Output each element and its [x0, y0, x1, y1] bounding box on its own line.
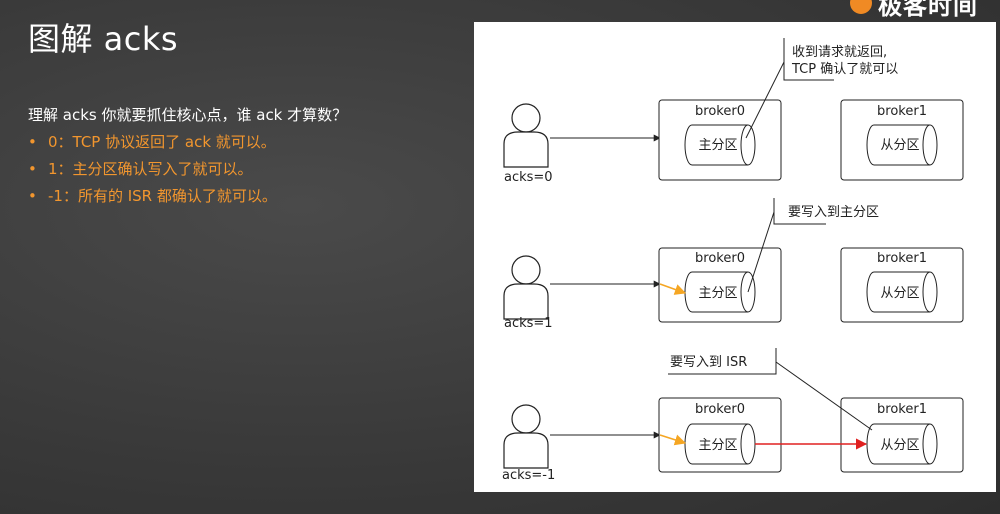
- follower-partition-cylinder: [866, 124, 938, 166]
- intro-text: 理解 acks 你就要抓住核心点，谁 ack 才算数？: [28, 106, 348, 124]
- follower-partition-label: 从分区: [880, 138, 919, 153]
- follower-partition-cylinder: [866, 271, 938, 313]
- leader-partition-label: 主分区: [698, 438, 737, 453]
- leader-partition-label: 主分区: [698, 138, 737, 153]
- bullet-text: 1：主分区确认写入了就可以。: [48, 160, 253, 178]
- note-pointer-line: [747, 211, 775, 293]
- leader-partition-cylinder: [684, 271, 756, 313]
- logo-icon: [850, 0, 872, 14]
- note-line: 要写入到主分区: [788, 205, 879, 220]
- logo-text: 极客时间: [878, 0, 978, 20]
- broker0-label: broker0: [695, 402, 745, 417]
- client-label: acks=-1: [502, 468, 555, 483]
- broker1-label: broker1: [877, 104, 927, 119]
- leader-partition-cylinder: [684, 124, 756, 166]
- bullet-text: -1：所有的 ISR 都确认了就可以。: [48, 187, 277, 205]
- note-bracket: [773, 198, 826, 225]
- note-pointer-line: [775, 361, 873, 431]
- client-person-icon: [503, 103, 549, 168]
- bullet-text: 0：TCP 协议返回了 ack 就可以。: [48, 133, 276, 151]
- bullet-item: • 0：TCP 协议返回了 ack 就可以。: [28, 132, 277, 159]
- note-line: 收到请求就返回,: [792, 45, 887, 60]
- bullet-dot-icon: •: [28, 160, 37, 178]
- follower-partition-label: 从分区: [880, 286, 919, 301]
- note-line: TCP 确认了就可以: [791, 62, 898, 77]
- write-arrow: [659, 434, 687, 446]
- broker1-label: broker1: [877, 251, 927, 266]
- bullet-item: • 1：主分区确认写入了就可以。: [28, 159, 277, 186]
- note-bracket: [668, 348, 777, 375]
- broker0-label: broker0: [695, 104, 745, 119]
- note-line: 要写入到 ISR: [670, 355, 747, 370]
- row-acks-all: acks=-1 broker0 主分区 broker1 从分区 要写入到 ISR: [502, 348, 964, 483]
- client-person-icon: [503, 404, 549, 469]
- leader-partition-label: 主分区: [698, 286, 737, 301]
- broker1-label: broker1: [877, 402, 927, 417]
- client-person-icon: [503, 255, 549, 320]
- diagram-panel: acks=0 broker0 主分区 broker1 从分区 收到请求就返回, …: [474, 22, 996, 492]
- acks-bullet-list: •0：TCP 协议返回了 ack 就可以。 •1：主分区确认写入了就可以。 •-…: [28, 132, 277, 213]
- row-acks-1: acks=1 broker0 主分区 broker1 从分区 要写入到主分区: [503, 198, 964, 331]
- brand-logo: 极客时间: [850, 0, 978, 20]
- row-acks-0: acks=0 broker0 主分区 broker1 从分区 收到请求就返回, …: [503, 38, 964, 185]
- acks-diagram: acks=0 broker0 主分区 broker1 从分区 收到请求就返回, …: [502, 38, 964, 483]
- note-bracket: [783, 38, 834, 81]
- broker0-label: broker0: [695, 251, 745, 266]
- slide-title: 图解 acks: [28, 20, 179, 58]
- client-label: acks=0: [504, 170, 553, 185]
- bullet-dot-icon: •: [28, 133, 37, 151]
- client-label: acks=1: [504, 316, 553, 331]
- follower-partition-cylinder: [866, 423, 938, 465]
- write-arrow: [659, 283, 687, 295]
- leader-partition-cylinder: [684, 423, 756, 465]
- note-pointer-line: [745, 61, 785, 139]
- bullet-item: • -1：所有的 ISR 都确认了就可以。: [28, 186, 277, 213]
- follower-partition-label: 从分区: [880, 438, 919, 453]
- bullet-dot-icon: •: [28, 187, 37, 205]
